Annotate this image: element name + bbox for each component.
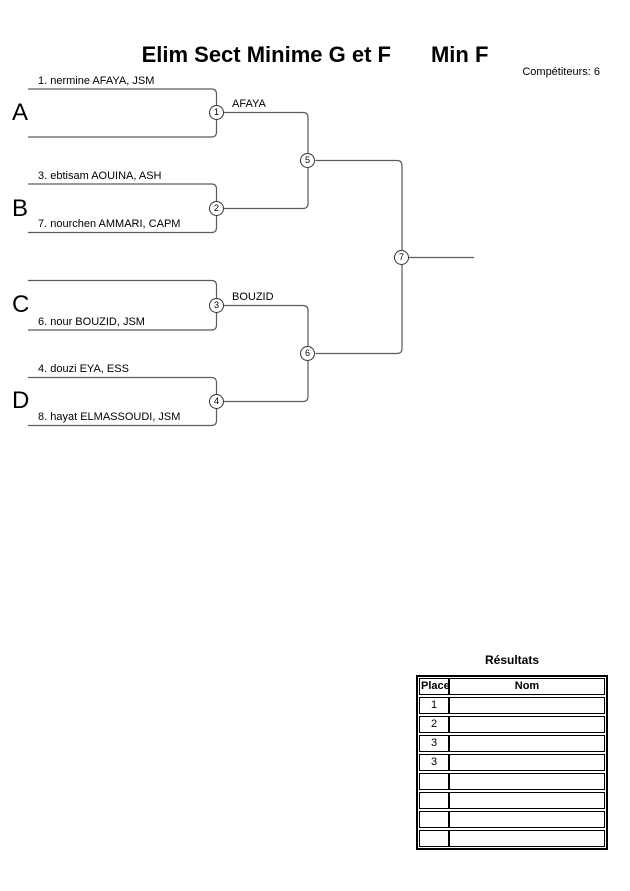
section-letter-b: B xyxy=(12,195,29,222)
player-3: 3. ebtisam AOUINA, ASH xyxy=(38,170,162,182)
place-cell xyxy=(419,811,449,828)
nom-cell xyxy=(449,773,605,790)
results-table: Place Nom 1 2 3 3 xyxy=(416,675,608,850)
results-row: 2 xyxy=(419,716,605,733)
match-circle-4: 4 xyxy=(209,394,224,409)
section-letter-d: D xyxy=(12,387,30,414)
place-cell: 3 xyxy=(419,735,449,752)
place-cell: 2 xyxy=(419,716,449,733)
line-b-top xyxy=(28,183,218,201)
competitors-count: Compétiteurs: 6 xyxy=(522,66,600,78)
section-letter-c: C xyxy=(12,291,30,318)
line-a-bottom xyxy=(28,120,218,138)
bracket-lines xyxy=(28,88,474,427)
line-match2-out xyxy=(224,168,309,210)
page-header: Elim Sect Minime G et F Min F xyxy=(0,42,630,68)
match-circle-7: 7 xyxy=(394,250,409,265)
page-title: Elim Sect Minime G et F xyxy=(141,42,391,67)
results-header-row: Place Nom xyxy=(419,678,605,695)
line-c-top xyxy=(28,279,218,298)
place-cell xyxy=(419,773,449,790)
winner-match-3: BOUZID xyxy=(232,291,274,303)
line-a-top xyxy=(28,88,218,105)
line-match4-out xyxy=(224,361,309,403)
line-b-bottom xyxy=(28,216,218,234)
player-1: 1. nermine AFAYA, JSM xyxy=(38,75,155,87)
results-row: 3 xyxy=(419,735,605,752)
winner-match-1: AFAYA xyxy=(232,98,266,110)
line-match6-out xyxy=(315,265,403,355)
section-letter-a: A xyxy=(12,99,29,126)
line-d-bottom xyxy=(28,409,218,427)
line-d-top xyxy=(28,376,218,394)
results-row xyxy=(419,792,605,809)
nom-cell xyxy=(449,697,605,714)
match-circle-3: 3 xyxy=(209,298,224,313)
player-8: 8. hayat ELMASSOUDI, JSM xyxy=(38,411,181,423)
player-7: 7. nourchen AMMARI, CAPM xyxy=(38,218,181,230)
results-row xyxy=(419,811,605,828)
line-c-bottom xyxy=(28,313,218,331)
match-circle-6: 6 xyxy=(300,346,315,361)
results-title: Résultats xyxy=(484,653,540,667)
results-col-place: Place xyxy=(419,678,450,695)
match-circle-2: 2 xyxy=(209,201,224,216)
results-row: 3 xyxy=(419,754,605,771)
category-title: Min F xyxy=(430,42,489,67)
match-circle-5: 5 xyxy=(300,153,315,168)
results-col-nom: Nom xyxy=(449,678,605,695)
results-row xyxy=(419,830,605,847)
place-cell xyxy=(419,830,449,847)
player-6: 6. nour BOUZID, JSM xyxy=(38,316,145,328)
line-match5-out xyxy=(315,159,403,250)
match-circle-1: 1 xyxy=(209,105,224,120)
nom-cell xyxy=(449,811,605,828)
nom-cell xyxy=(449,754,605,771)
results-row: 1 xyxy=(419,697,605,714)
player-4: 4. douzi EYA, ESS xyxy=(38,363,129,375)
nom-cell xyxy=(449,735,605,752)
line-match3-out xyxy=(224,304,309,346)
place-cell: 1 xyxy=(419,697,449,714)
line-match1-out xyxy=(224,111,309,153)
results-row xyxy=(419,773,605,790)
place-cell xyxy=(419,792,449,809)
place-cell: 3 xyxy=(419,754,449,771)
nom-cell xyxy=(449,716,605,733)
nom-cell xyxy=(449,830,605,847)
nom-cell xyxy=(449,792,605,809)
